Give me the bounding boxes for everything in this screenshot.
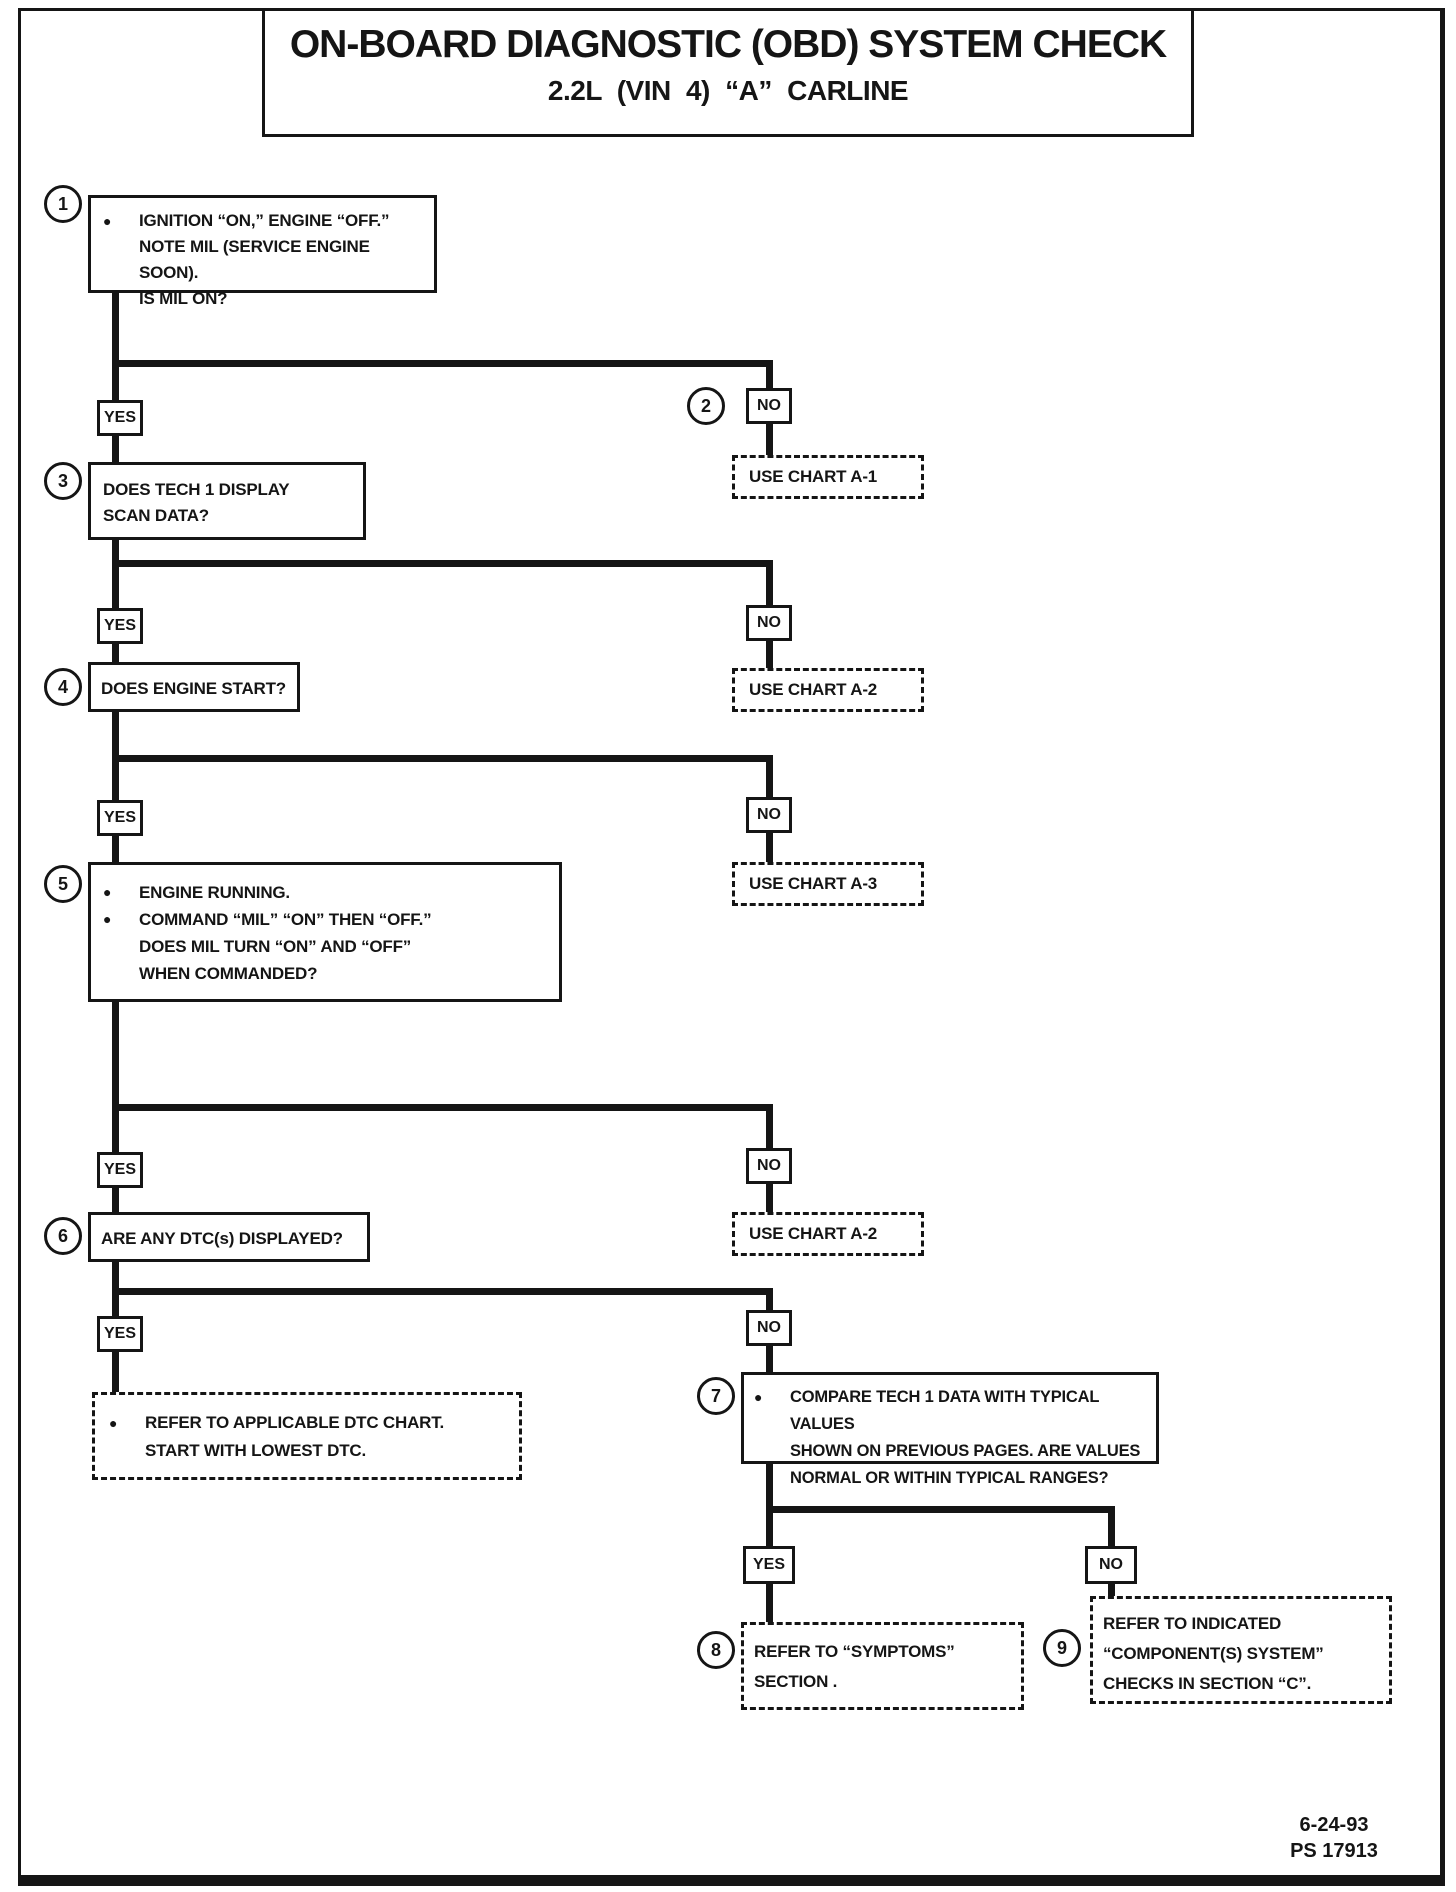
step3-box: DOES TECH 1 DISPLAY SCAN DATA? xyxy=(88,462,366,540)
title-box: ON-BOARD DIAGNOSTIC (OBD) SYSTEM CHECK 2… xyxy=(262,8,1194,137)
step-number-6: 6 xyxy=(44,1217,82,1255)
no-tag-5: NO xyxy=(746,1310,792,1346)
flow-line xyxy=(766,360,773,388)
step-number-1: 1 xyxy=(44,185,82,223)
outcome-use-chart-a2-again: USE CHART A-2 xyxy=(732,1212,924,1256)
yes-tag-6: YES xyxy=(743,1546,795,1584)
step9-line: CHECKS IN SECTION “C”. xyxy=(1103,1674,1312,1693)
no-tag-1: NO xyxy=(746,388,792,424)
no-tag-2: NO xyxy=(746,605,792,641)
outcome-dtc-box: ● REFER TO APPLICABLE DTC CHART. START WI… xyxy=(92,1392,522,1480)
flow-line xyxy=(112,436,119,462)
step8-box: REFER TO “SYMPTOMS” SECTION . xyxy=(741,1622,1024,1710)
flow-line xyxy=(112,1288,769,1295)
footer-doc-number: PS 17913 xyxy=(1290,1840,1378,1862)
flow-line xyxy=(766,833,773,862)
yes-tag-2: YES xyxy=(97,608,143,644)
step1-line: NOTE MIL (SERVICE ENGINE SOON). xyxy=(139,237,370,282)
step5-line: ENGINE RUNNING. xyxy=(139,883,290,902)
flow-line xyxy=(112,560,773,567)
flow-line xyxy=(766,560,773,605)
yes-tag-5: YES xyxy=(97,1316,143,1352)
step7-line: COMPARE TECH 1 DATA WITH TYPICAL VALUES xyxy=(790,1388,1099,1433)
flow-line xyxy=(766,755,773,797)
flow-line xyxy=(766,1506,1115,1513)
flow-line xyxy=(112,360,773,367)
step9-line: “COMPONENT(S) SYSTEM” xyxy=(1103,1644,1324,1663)
outcome-use-chart-a2: USE CHART A-2 xyxy=(732,668,924,712)
step1-line: IGNITION “ON,” ENGINE “OFF.” xyxy=(139,211,390,230)
no-tag-3: NO xyxy=(746,797,792,833)
step9-box: REFER TO INDICATED “COMPONENT(S) SYSTEM”… xyxy=(1090,1596,1392,1704)
step6-line: ARE ANY DTC(s) DISPLAYED? xyxy=(101,1229,343,1248)
flow-line xyxy=(766,641,773,668)
yes-tag-1: YES xyxy=(97,400,143,436)
flow-line xyxy=(112,755,773,762)
step7-line: NORMAL OR WITHIN TYPICAL RANGES? xyxy=(790,1469,1109,1487)
flow-line xyxy=(112,540,119,608)
flow-line xyxy=(112,644,119,662)
step5-line: WHEN COMMANDED? xyxy=(139,964,318,983)
page-subtitle: 2.2L (VIN 4) “A” CARLINE xyxy=(547,75,909,106)
step-number-4: 4 xyxy=(44,668,82,706)
flow-line xyxy=(766,1464,773,1546)
flow-line xyxy=(766,1184,773,1212)
flow-line xyxy=(766,1346,773,1372)
flow-line xyxy=(112,293,119,400)
step5-line: DOES MIL TURN “ON” AND “OFF” xyxy=(139,937,412,956)
step-number-3: 3 xyxy=(44,462,82,500)
yes-tag-4: YES xyxy=(97,1152,143,1188)
flow-line xyxy=(112,836,119,862)
step-number-8: 8 xyxy=(697,1631,735,1669)
step1-box: ● IGNITION “ON,” ENGINE “OFF.” NOTE MIL (… xyxy=(88,195,437,308)
bullet-icon: ● xyxy=(754,1389,763,1405)
flow-line xyxy=(112,1188,119,1212)
footer-stamp: 6-24-93 PS 17913 xyxy=(1270,1812,1398,1864)
flow-line xyxy=(766,1104,773,1148)
bullet-icon: ● xyxy=(103,213,112,229)
page-title: ON-BOARD DIAGNOSTIC (OBD) SYSTEM CHECK xyxy=(289,23,1167,66)
bullet-icon: ● xyxy=(109,1415,118,1431)
step5-line: COMMAND “MIL” “ON” THEN “OFF.” xyxy=(139,910,432,929)
footer-date: 6-24-93 xyxy=(1299,1814,1369,1836)
step8-line: SECTION . xyxy=(754,1672,838,1691)
step7-line: SHOWN ON PREVIOUS PAGES. ARE VALUES xyxy=(790,1442,1141,1460)
step6-box: ARE ANY DTC(s) DISPLAYED? xyxy=(88,1212,370,1262)
no-tag-4: NO xyxy=(746,1148,792,1184)
step3-line: SCAN DATA? xyxy=(103,506,209,525)
step4-line: DOES ENGINE START? xyxy=(101,679,286,698)
step4-box: DOES ENGINE START? xyxy=(88,662,300,712)
step-number-2: 2 xyxy=(687,387,725,425)
step-number-5: 5 xyxy=(44,865,82,903)
step3-line: DOES TECH 1 DISPLAY xyxy=(103,480,290,499)
flow-line xyxy=(112,1104,773,1111)
step9-line: REFER TO INDICATED xyxy=(1103,1614,1282,1633)
flow-line xyxy=(1108,1584,1115,1596)
bullet-icon: ● xyxy=(103,884,112,900)
step7-box: ● COMPARE TECH 1 DATA WITH TYPICAL VALUES… xyxy=(741,1372,1159,1487)
step5-box: ● ENGINE RUNNING. ● COMMAND “MIL” “ON” THE… xyxy=(88,862,562,1002)
step-number-7: 7 xyxy=(697,1377,735,1415)
bullet-icon: ● xyxy=(103,911,112,927)
flow-line xyxy=(112,1352,119,1392)
dtc-line: REFER TO APPLICABLE DTC CHART. xyxy=(145,1413,445,1432)
flow-line xyxy=(1108,1506,1115,1546)
no-tag-6: NO xyxy=(1085,1546,1137,1584)
outcome-use-chart-a3: USE CHART A-3 xyxy=(732,862,924,906)
flow-line xyxy=(766,1288,773,1310)
step1-line: IS MIL ON? xyxy=(139,289,228,308)
step8-line: REFER TO “SYMPTOMS” xyxy=(754,1642,955,1661)
flow-line xyxy=(112,1002,119,1152)
flow-line xyxy=(766,1584,773,1622)
outcome-use-chart-a1: USE CHART A-1 xyxy=(732,455,924,499)
step-number-9: 9 xyxy=(1043,1629,1081,1667)
dtc-line: START WITH LOWEST DTC. xyxy=(145,1441,366,1460)
flow-line xyxy=(766,424,773,455)
yes-tag-3: YES xyxy=(97,800,143,836)
